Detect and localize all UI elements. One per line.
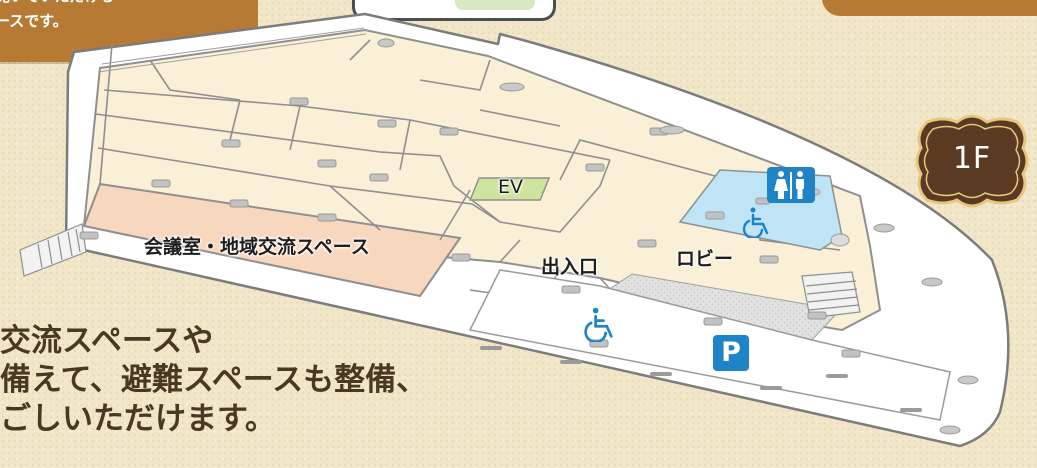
pillars	[79, 97, 861, 358]
description-text: 交流スペースや 備えて、避難スペースも整備、 ごしいただけます。	[0, 322, 427, 439]
conference-room-label: 会議室・地域交流スペース	[144, 236, 370, 258]
callout-text: で寛いでいただける ペースです。	[0, 0, 220, 34]
description-line-2: 備えて、避難スペースも整備、	[0, 362, 428, 398]
callout-line-1: で寛いでいただける	[0, 0, 220, 9]
stairs-left	[19, 223, 87, 277]
ev-label: EV	[498, 176, 524, 198]
interior-walls	[95, 39, 841, 311]
parking-icon: P	[713, 335, 749, 371]
description-line-1: 交流スペースや	[0, 323, 214, 359]
parking-sign-label: P	[721, 337, 741, 368]
ev-area	[469, 177, 551, 201]
description-line-3: ごしいただけます。	[0, 401, 276, 437]
lobby-label: ロビー	[676, 248, 734, 270]
callout-line-2: ペースです。	[0, 12, 68, 30]
sidewalk-markers	[480, 346, 922, 412]
entrance-label: 出入口	[541, 256, 599, 278]
floor-badge-label: 1F	[952, 141, 992, 176]
top-panel-brown	[822, 0, 1037, 16]
wheelchair-parking-icon	[584, 307, 613, 342]
roof-stripes	[97, 27, 367, 73]
parking-area	[468, 269, 951, 421]
restroom-icon	[767, 167, 815, 203]
top-panel-green-inner	[455, 0, 535, 10]
stairs-right	[801, 271, 861, 319]
floor-badge-icon	[915, 114, 1029, 208]
wheelchair-icon	[742, 207, 769, 238]
